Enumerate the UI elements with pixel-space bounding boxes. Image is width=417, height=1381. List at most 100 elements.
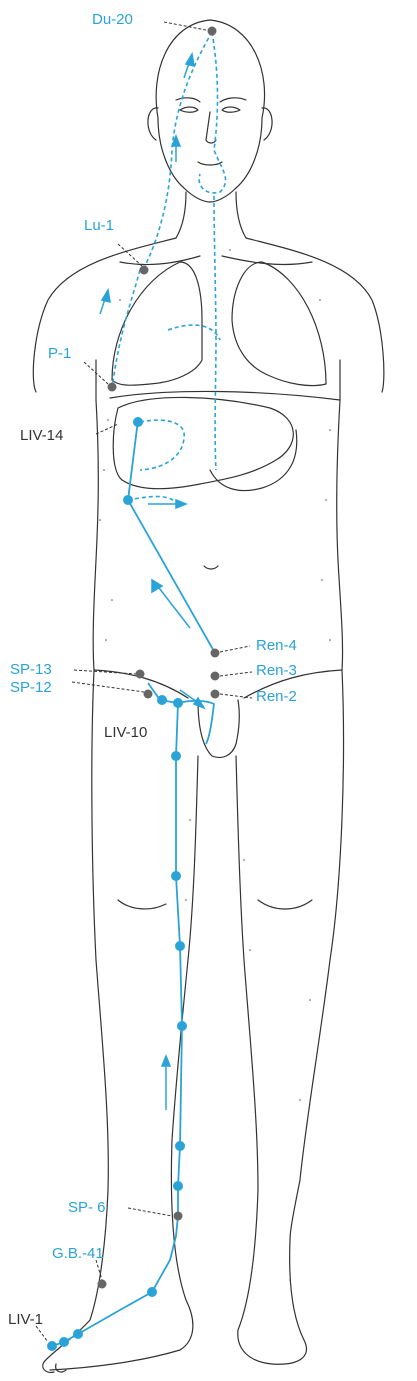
point-liv5: [173, 1181, 183, 1191]
point-liv4: [147, 1287, 157, 1297]
point-liv11: [173, 698, 183, 708]
genitals: [197, 699, 240, 759]
arrow-right-stomach-icon: [148, 498, 189, 510]
leader-ren2: [219, 693, 253, 699]
point-lu1: [139, 265, 149, 275]
left-lung: [111, 261, 203, 386]
leader-gb41: [95, 1259, 103, 1281]
arrow-up-face-icon: [170, 133, 182, 162]
internal-path-lung: [167, 324, 221, 341]
label-ren2: Ren-2: [256, 688, 297, 705]
point-liv12: [157, 695, 167, 705]
point-du20: [207, 26, 217, 36]
point-sp12: [143, 689, 153, 699]
mouth: [197, 161, 223, 166]
leader-ren4: [219, 645, 251, 653]
channel-points: [47, 417, 187, 1351]
torso-left: [92, 399, 99, 671]
left-leg-inner: [49, 755, 199, 1371]
leader-sp12: [71, 681, 145, 693]
point-liv1: [47, 1341, 57, 1351]
label-du20: Du-20: [92, 11, 133, 28]
point-ren4: [210, 648, 220, 658]
right-leg-inner: [235, 755, 307, 1365]
leader-sp6: [127, 1207, 173, 1217]
point-liv9: [171, 871, 181, 881]
right-shoulder-arm: [245, 237, 385, 393]
left-ear: [147, 107, 159, 141]
point-liv10: [171, 751, 181, 761]
arrow-up-neck-icon: [99, 287, 111, 315]
right-leg-outer: [289, 669, 345, 1241]
neck-left: [175, 191, 187, 239]
internal-path-head: [143, 31, 213, 269]
point-liv6: [175, 1141, 185, 1151]
nose: [205, 111, 217, 144]
right-knee: [257, 899, 313, 910]
point-sp13: [135, 669, 145, 679]
label-liv1: LIV-1: [8, 1311, 44, 1328]
arrow-up-trunk-icon: [151, 578, 191, 629]
channel-trunk: [127, 419, 216, 654]
left-leg-outer: [43, 669, 109, 1363]
point-ren2: [210, 689, 220, 699]
point-liv7: [177, 1021, 187, 1031]
label-gb41: G.B.-41: [52, 1245, 104, 1262]
arrow-up-head-icon: [183, 51, 195, 79]
label-liv10: LIV-10: [104, 724, 148, 741]
direction-arrows: [99, 51, 206, 1110]
label-ren4: Ren-4: [256, 637, 297, 654]
inguinal-right: [243, 669, 343, 699]
point-liv2: [59, 1337, 69, 1347]
leader-sp13: [73, 669, 137, 675]
internal-path-face: [198, 31, 227, 194]
right-ear: [261, 107, 273, 141]
left-knee: [117, 899, 167, 910]
stomach: [209, 429, 298, 492]
point-liv8: [175, 941, 185, 951]
leader-p1: [83, 361, 109, 385]
navel: [203, 565, 219, 570]
left-eye: [179, 106, 199, 113]
point-ren3: [210, 671, 220, 681]
right-brow: [219, 97, 247, 103]
channel-groin-loop: [177, 699, 215, 745]
left-brow: [175, 97, 201, 103]
neck-right: [235, 191, 247, 239]
label-sp6: SP- 6: [68, 1199, 106, 1216]
liver: [112, 396, 294, 490]
leader-lines: [35, 21, 253, 1343]
right-eye: [221, 106, 241, 113]
point-liv14: [133, 417, 143, 427]
body-outline: [32, 19, 385, 1373]
internal-path-neck: [111, 269, 141, 389]
label-p1: P-1: [48, 345, 72, 362]
leader-liv14: [95, 423, 119, 435]
stipple-shading: [99, 249, 331, 1281]
point-gb41: [97, 1279, 107, 1289]
point-liv3: [73, 1329, 83, 1339]
label-liv14: LIV-14: [20, 427, 64, 444]
point-p1: [107, 382, 117, 392]
internal-pathway: [111, 31, 227, 503]
internal-path-stomach: [127, 495, 177, 503]
label-sp12: SP-12: [10, 679, 52, 696]
label-sp13: SP-13: [10, 661, 52, 678]
left-toes: [42, 1361, 67, 1373]
internal-path-liver: [139, 419, 185, 471]
point-sp6: [173, 1211, 183, 1221]
internal-path-throat: [213, 195, 217, 471]
leader-du20: [163, 21, 207, 31]
leader-liv1: [35, 1325, 49, 1343]
reference-points: [97, 26, 220, 1289]
arrow-up-leg-icon: [160, 1053, 172, 1110]
left-shoulder-arm: [32, 237, 177, 393]
leader-ren3: [219, 671, 253, 677]
head-outline: [155, 19, 266, 203]
diaphragm: [109, 390, 341, 401]
inguinal-left: [93, 669, 189, 699]
right-lung: [231, 261, 327, 387]
leader-lu1: [117, 243, 143, 267]
